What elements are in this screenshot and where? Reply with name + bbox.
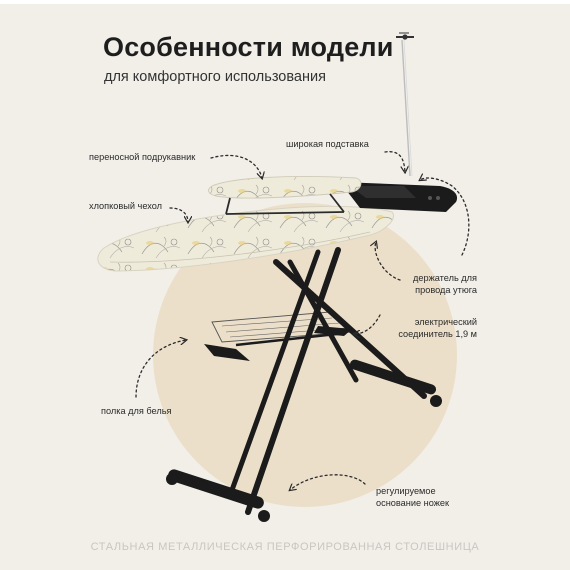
callout-cotton-cover: хлопковый чехол [89,201,162,211]
ironing-board-top [97,205,394,272]
callout-cord-holder: держатель для провода утюга [413,272,477,296]
top-border [0,0,570,4]
page-subtitle: для комфортного использования [104,69,326,85]
callout-connector: электрический соединитель 1,9 м [398,316,477,340]
leg-feet [166,359,442,522]
cord-holder [396,32,414,177]
callout-leaders [135,151,470,490]
callout-legs-line1: регулируемое [376,486,436,496]
callout-armrest: переносной подрукавник [89,152,196,162]
board-legs [229,247,427,515]
callout-legs-line2: основание ножек [376,498,449,508]
page-title: Особенности модели [103,32,394,62]
iron-rest [340,182,458,212]
footer-caption: СТАЛЬНАЯ МЕТАЛЛИЧЕСКАЯ ПЕРФОРИРОВАННАЯ С… [90,541,480,553]
callout-connector-line2: соединитель 1,9 м [398,329,477,339]
armrest [208,176,362,215]
callout-connector-line1: электрический [414,317,477,327]
callout-cord-holder-line2: провода утюга [415,285,477,295]
callout-linen-shelf: полка для белья [101,406,172,416]
callout-wide-stand: широкая подставка [286,139,369,149]
callout-legs: регулируемое основание ножек [376,485,449,509]
callout-cord-holder-line1: держатель для [413,273,477,283]
